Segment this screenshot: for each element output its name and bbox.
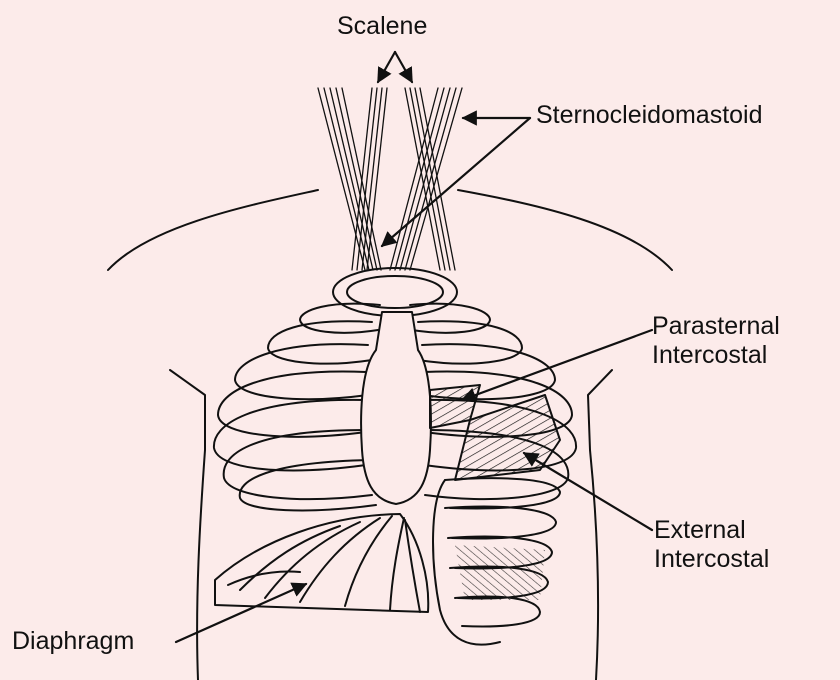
scalene-arrow-left	[378, 52, 395, 82]
diaphragm-arrow	[176, 584, 306, 642]
neck-muscle-bundles	[318, 88, 462, 270]
parasternal-arrow	[462, 330, 652, 400]
external-label-line1: External	[654, 516, 769, 545]
sternum	[361, 312, 431, 504]
external-intercostal-label: External Intercostal	[654, 516, 769, 574]
left-rib-cage	[214, 304, 380, 511]
parasternal-label-line2: Intercostal	[652, 341, 780, 370]
right-shoulder-outline	[458, 190, 672, 270]
scm-arrow-lower	[382, 118, 530, 246]
scalene-label: Scalene	[337, 12, 427, 41]
scalene-arrow-right	[395, 52, 412, 82]
diaphragm-label: Diaphragm	[12, 627, 134, 656]
right-torso-side	[588, 370, 612, 680]
external-label-line2: Intercostal	[654, 545, 769, 574]
diaphragm	[215, 514, 428, 612]
parasternal-label-line1: Parasternal	[652, 312, 780, 341]
external-arrow	[524, 453, 652, 530]
lower-rib-stack	[433, 478, 560, 644]
parasternal-intercostal-label: Parasternal Intercostal	[652, 312, 780, 370]
left-shoulder-outline	[108, 190, 318, 270]
sternocleidomastoid-label: Sternocleidomastoid	[536, 101, 763, 130]
left-torso-side	[170, 370, 205, 680]
